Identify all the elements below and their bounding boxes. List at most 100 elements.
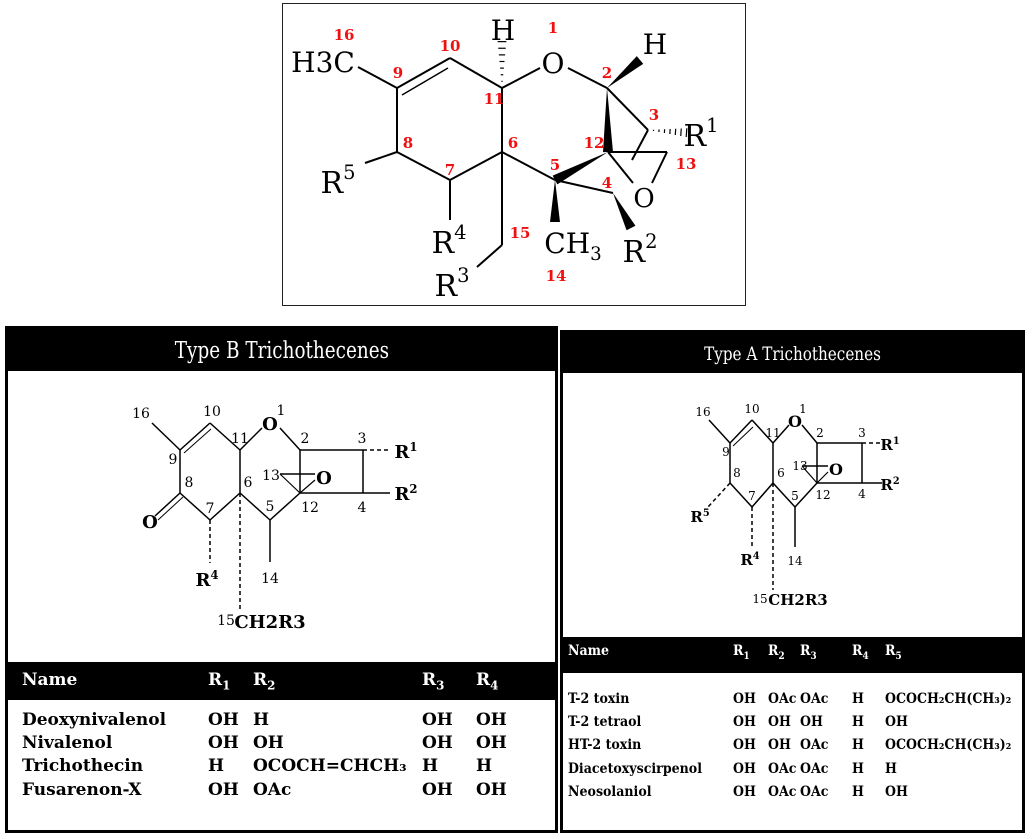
- bond: [476, 244, 503, 268]
- substituent-cell: OH: [208, 733, 239, 753]
- bond: [801, 424, 818, 444]
- type-a-table-header: [563, 637, 1022, 673]
- substituent-cell: OH: [208, 710, 239, 730]
- substituent-cell: OAc: [800, 737, 829, 753]
- epoxide-oxygen-label: O: [829, 460, 843, 479]
- substituent-cell: H: [476, 756, 493, 776]
- column-header-r1: R1: [733, 643, 750, 662]
- substituent-cell: OAc: [768, 761, 797, 777]
- bond: [607, 151, 634, 184]
- bond: [772, 424, 790, 444]
- atom-number: 10: [203, 404, 221, 420]
- type-a-title: Type A Trichothecenes: [563, 333, 1022, 373]
- type-b-title: Type B Trichothecenes: [8, 329, 555, 371]
- r1-label: R1: [394, 440, 417, 463]
- compound-name: Trichothecin: [22, 756, 144, 776]
- bond: [364, 151, 398, 164]
- substituent-cell: OAc: [800, 761, 829, 777]
- compound-name: Fusarenon-X: [22, 780, 142, 800]
- r2-label: R2: [394, 482, 417, 505]
- column-header-r3: R3: [800, 643, 817, 662]
- bond: [751, 419, 774, 444]
- bond: [449, 151, 503, 181]
- substituent-cell: H: [885, 761, 897, 777]
- bond: [396, 151, 451, 181]
- wedge-bond: [550, 180, 560, 222]
- substituent-cell: OH: [800, 714, 823, 730]
- wedge-bond: [552, 152, 608, 185]
- atom-number: 13: [262, 468, 280, 484]
- atom-number: 1: [277, 403, 286, 419]
- atom-number: 11: [765, 426, 780, 440]
- r1-label: R1: [880, 436, 899, 454]
- column-header-r2: R2: [253, 670, 276, 693]
- atom-number: 4: [358, 500, 367, 516]
- substituent-cell: OH: [476, 733, 507, 753]
- r5-label: R5: [690, 508, 709, 526]
- bond: [449, 57, 503, 89]
- substituent-cell: OH: [885, 784, 908, 800]
- type-b-title-text: Type B Trichothecenes: [174, 338, 389, 364]
- substituent-cell: OH: [885, 714, 908, 730]
- compound-name: Nivalenol: [22, 733, 113, 753]
- atom-number: 3: [358, 431, 367, 447]
- atom-number: 4: [858, 487, 866, 501]
- bond: [772, 482, 796, 508]
- ring-oxygen-label: O: [542, 47, 565, 80]
- bond: [801, 465, 818, 484]
- atom-number: 2: [816, 426, 824, 440]
- bond: [209, 492, 241, 521]
- bond: [279, 473, 301, 494]
- bond: [631, 129, 649, 161]
- bond: [606, 87, 649, 131]
- h3c-label: H3C: [291, 46, 355, 79]
- substituent-cell: OH: [733, 761, 756, 777]
- general-structure-box: [282, 3, 746, 306]
- substituent-cell: OH: [422, 733, 453, 753]
- atom-number: 5: [266, 499, 275, 515]
- bond: [179, 492, 211, 521]
- atom-number: 1: [548, 19, 558, 37]
- substituent-cell: OCOCH₂CH(CH₃)₂: [885, 691, 1012, 707]
- bond: [708, 419, 731, 444]
- substituent-cell: OH: [476, 710, 507, 730]
- bond: [357, 66, 398, 89]
- atom-number: 13: [676, 155, 697, 173]
- bond: [183, 428, 212, 454]
- atom-number: 11: [484, 90, 505, 108]
- hydrogen-label: H: [491, 14, 515, 47]
- column-header-r4: R4: [476, 670, 499, 693]
- substituent-cell: OH: [768, 714, 791, 730]
- compound-name: T-2 tetraol: [568, 714, 642, 730]
- bond: [279, 427, 301, 451]
- ch3-label: CH3: [544, 227, 601, 265]
- bond: [567, 67, 608, 89]
- atom-number: 5: [791, 489, 799, 503]
- atom-number: 4: [602, 174, 612, 192]
- atom-number: 6: [244, 475, 253, 491]
- substituent-cell: OAc: [800, 784, 829, 800]
- bond: [299, 479, 316, 494]
- bond: [794, 482, 818, 508]
- column-header-name: Name: [22, 670, 78, 690]
- substituent-cell: OH: [208, 780, 239, 800]
- atom-number: 14: [546, 267, 567, 285]
- atom-number: 9: [722, 445, 730, 459]
- atom-number: 7: [748, 489, 756, 503]
- bond: [751, 482, 774, 508]
- type-b-table-header: [8, 662, 555, 700]
- hashed-bond: [707, 482, 731, 508]
- substituent-cell: H: [253, 710, 270, 730]
- bond: [179, 422, 211, 451]
- atom-number: 3: [649, 106, 659, 124]
- column-header-r1: R1: [208, 670, 231, 693]
- bond: [732, 426, 754, 447]
- bond: [816, 471, 829, 484]
- bond: [401, 67, 449, 96]
- substituent-cell: OAc: [253, 780, 292, 800]
- atom-number: 8: [403, 134, 413, 152]
- bond: [396, 57, 451, 89]
- bond: [685, 128, 688, 138]
